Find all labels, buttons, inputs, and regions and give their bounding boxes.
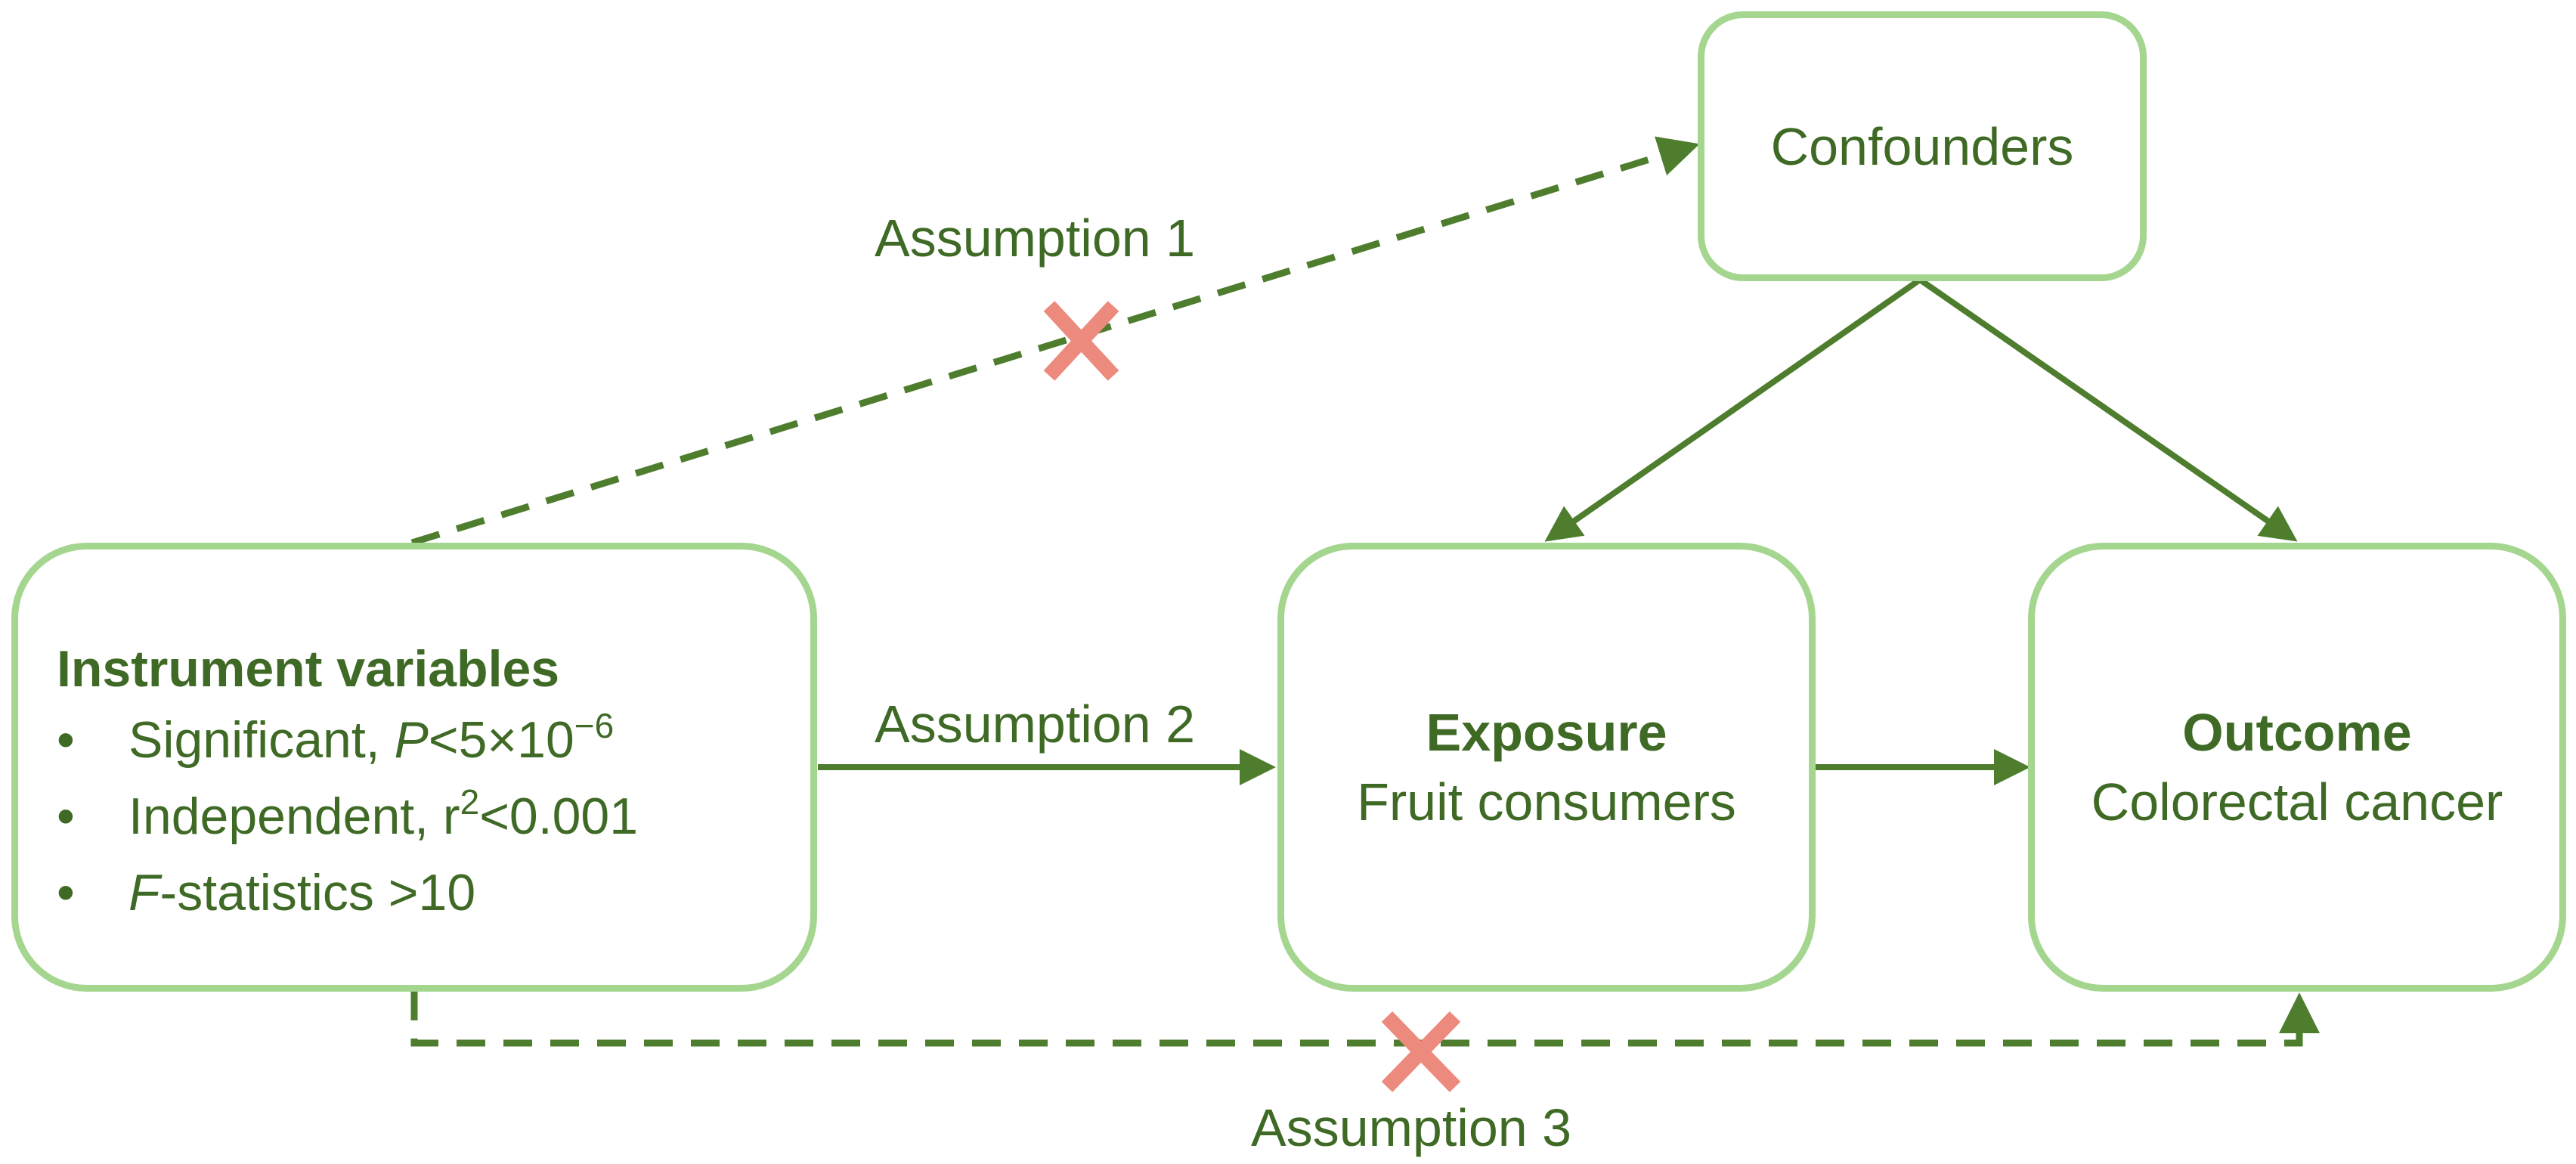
assumption3-label: Assumption 3 — [1251, 1098, 1572, 1157]
assumption2-label: Assumption 2 — [875, 695, 1196, 754]
confounders-to-outcome-arrow — [1918, 277, 2298, 542]
bullet: • — [57, 788, 75, 845]
criterion-independence: • Independent, r2<0.001 — [57, 781, 638, 857]
outcome-node: Outcome Colorectal cancer — [2028, 543, 2566, 992]
criterion-text: Independent, r2<0.001 — [128, 782, 639, 845]
instrument-variables-content: Instrument variables • Significant, P<5×… — [57, 633, 638, 928]
confounders-label: Confounders — [1770, 116, 2074, 176]
assumption1-violation-cross-icon — [1043, 301, 1119, 381]
outcome-subtitle: Colorectal cancer — [2091, 772, 2503, 831]
criterion-text: F-statistics >10 — [128, 864, 476, 921]
assumption3-arrow — [410, 992, 2320, 1047]
exposure-subtitle: Fruit consumers — [1357, 772, 1736, 831]
bullet: • — [57, 711, 75, 769]
assumption3-violation-cross-icon — [1381, 1011, 1461, 1092]
criterion-text: Significant, P<5×10−6 — [128, 706, 615, 769]
bullet: • — [57, 864, 75, 921]
assumption1-arrow — [410, 136, 1700, 546]
criterion-significance: • Significant, P<5×10−6 — [57, 704, 638, 781]
exposure-title: Exposure — [1426, 703, 1667, 762]
outcome-title: Outcome — [2182, 703, 2412, 762]
exposure-node: Exposure Fruit consumers — [1277, 543, 1816, 992]
criterion-f-statistics: • F-statistics >10 — [57, 857, 638, 928]
confounders-to-exposure-arrow — [1544, 277, 1922, 542]
instrument-variables-title: Instrument variables — [57, 640, 560, 698]
assumption1-label: Assumption 1 — [875, 209, 1196, 268]
confounders-node: Confounders — [1698, 11, 2147, 281]
instrument-variables-node — [11, 543, 817, 992]
